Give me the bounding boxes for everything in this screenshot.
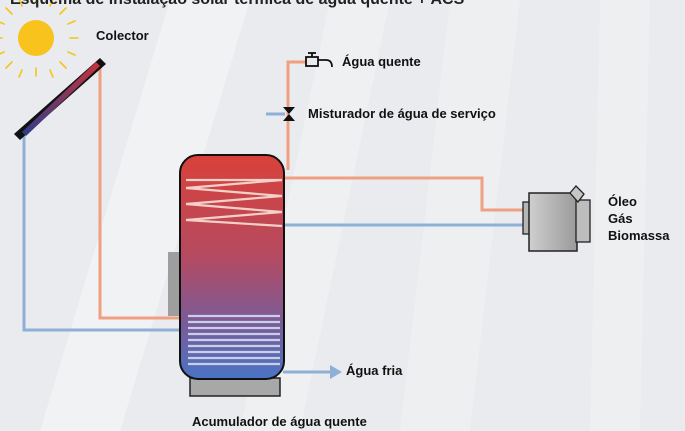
boiler-heater <box>522 185 591 252</box>
hot-water-label: Água quente <box>342 54 421 69</box>
mixer-label: Misturador de água de serviço <box>308 106 496 121</box>
tank-label: Acumulador de água quente <box>192 414 367 429</box>
fuel-types-label: Óleo Gás Biomassa <box>608 193 669 244</box>
fuel-biomass-label: Biomassa <box>608 228 670 243</box>
cold-pipes <box>22 112 525 374</box>
fuel-oil-label: Óleo <box>608 194 637 209</box>
cold-water-label: Água fria <box>346 363 403 378</box>
page-title: Esquema de instalação solar térmica de á… <box>10 0 464 9</box>
hot-pipes <box>98 60 525 320</box>
sun-icon <box>0 0 79 78</box>
mixing-valve-icon <box>283 107 295 121</box>
tank-backing <box>168 252 182 316</box>
cold-water-arrow-icon <box>330 365 342 379</box>
fuel-gas-label: Gás <box>608 211 633 226</box>
solar-collector <box>14 58 106 140</box>
storage-tank <box>179 154 285 397</box>
faucet-icon <box>305 52 333 68</box>
collector-label: Colector <box>96 28 149 43</box>
